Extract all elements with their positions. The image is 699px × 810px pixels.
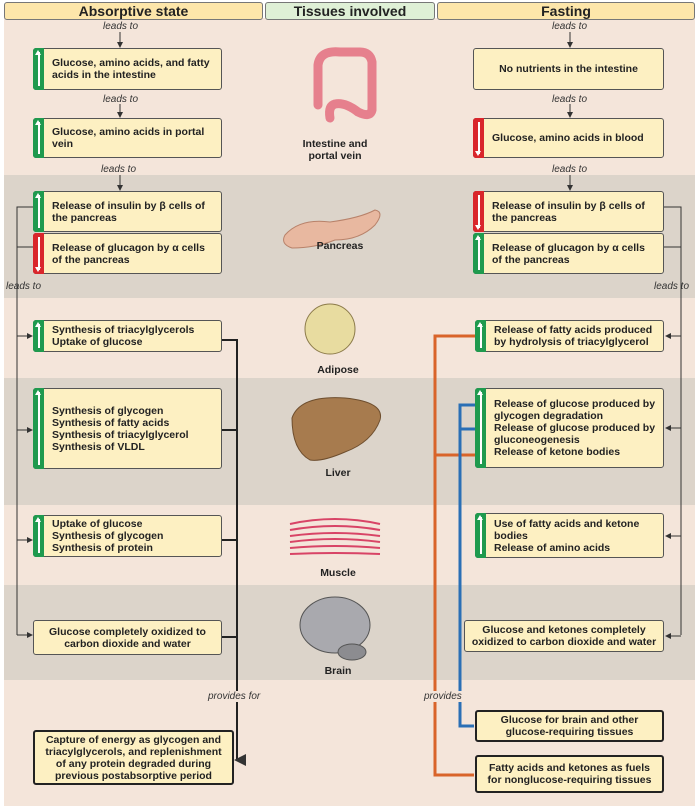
fasting-box: Release of fatty acids produced by hydro… xyxy=(475,320,664,352)
box-text: Synthesis of VLDL xyxy=(52,440,145,453)
increase-arrow-icon xyxy=(33,48,44,90)
box-text: Uptake of glucose xyxy=(52,518,143,530)
fasting-box: Release of glucagon by α cells of the pa… xyxy=(473,233,664,274)
box-text: Synthesis of fatty acids xyxy=(52,416,170,429)
box-text: Release of glucose produced by gluconeog… xyxy=(494,422,656,446)
box-text: Release of insulin by β cells of the pan… xyxy=(52,199,205,224)
increase-arrow-icon xyxy=(33,320,44,352)
absorptive-box: Release of insulin by β cells of the pan… xyxy=(33,191,222,232)
leads-to-label: leads to xyxy=(103,21,139,32)
box-text: Use of fatty acids and ketone bodies xyxy=(494,517,640,542)
box-text: Glucose for brain and other glucose-requ… xyxy=(500,714,639,738)
box-text: Capture of energy as glycogen and triacy… xyxy=(45,733,222,782)
increase-arrow-icon xyxy=(33,191,44,232)
absorptive-box: Glucose, amino acids, and fatty acids in… xyxy=(33,48,222,90)
decrease-arrow-icon xyxy=(473,118,484,158)
increase-arrow-icon xyxy=(33,388,44,469)
provides-label: provides xyxy=(424,691,462,702)
box-text: Release of glucagon by α cells of the pa… xyxy=(492,241,645,266)
box-text: Synthesis of protein xyxy=(52,542,153,554)
increase-arrow-icon xyxy=(473,233,484,274)
fasting-box: Release of glucose produced by glycogen … xyxy=(475,388,664,468)
fasting-box: No nutrients in the intestine xyxy=(473,48,664,90)
leads-to-label: leads to xyxy=(103,94,139,105)
box-text: Synthesis of triacylglycerols xyxy=(52,324,195,336)
tissue-label-adipose: Adipose xyxy=(317,364,359,376)
box-text: Synthesis of glycogen xyxy=(52,404,164,417)
box-text: Release of ketone bodies xyxy=(494,446,621,458)
increase-arrow-icon xyxy=(475,388,486,468)
tissue-label-muscle: Muscle xyxy=(320,567,356,579)
box-text: Release of fatty acids produced by hydro… xyxy=(494,324,653,348)
leads-to-label: leads to xyxy=(101,164,137,175)
decrease-arrow-icon xyxy=(473,191,484,232)
fasting-box: Fatty acids and ketones as fuels for non… xyxy=(475,755,664,793)
absorptive-box: Glucose, amino acids in portal vein xyxy=(33,118,222,158)
increase-arrow-icon xyxy=(475,320,486,352)
box-text: Glucose, amino acids, and fatty acids in… xyxy=(52,57,210,81)
absorptive-box: Capture of energy as glycogen and triacy… xyxy=(33,730,234,785)
box-text: Glucose, amino acids in blood xyxy=(492,132,644,144)
absorptive-box: Release of glucagon by α cells of the pa… xyxy=(33,233,222,274)
header-absorptive: Absorptive state xyxy=(4,2,263,20)
box-text: Glucose and ketones completely oxidized … xyxy=(471,624,657,648)
box-text: Fatty acids and ketones as fuels for non… xyxy=(487,762,652,786)
box-text: No nutrients in the intestine xyxy=(499,63,638,75)
box-text: Release of insulin by β cells of the pan… xyxy=(492,199,645,224)
box-text: Synthesis of triacylglycerol xyxy=(52,428,189,441)
box-text: Glucose, amino acids in portal vein xyxy=(52,126,205,150)
leads-to-label: leads to xyxy=(552,94,588,105)
increase-arrow-icon xyxy=(475,513,486,558)
tissue-label-intestine: Intestine and portal vein xyxy=(302,138,368,162)
fasting-box: Glucose, amino acids in blood xyxy=(473,118,664,158)
leads-to-label: leads to xyxy=(552,21,588,32)
box-text: Release of glucagon by α cells of the pa… xyxy=(52,241,205,266)
box-text: Uptake of glucose xyxy=(52,336,143,348)
tissue-label-liver: Liver xyxy=(325,467,351,479)
box-text: Synthesis of glycogen xyxy=(52,530,164,542)
fasting-box: Glucose and ketones completely oxidized … xyxy=(464,620,664,652)
box-text: Release of glucose produced by glycogen … xyxy=(494,398,656,422)
fasting-box: Release of insulin by β cells of the pan… xyxy=(473,191,664,232)
increase-arrow-icon xyxy=(33,515,44,557)
leads-to-label: leads to xyxy=(6,281,42,292)
decrease-arrow-icon xyxy=(33,233,44,274)
header-fasting: Fasting xyxy=(437,2,695,20)
leads-to-label: leads to xyxy=(552,164,588,175)
tissue-label-brain: Brain xyxy=(324,665,352,677)
fasting-box: Glucose for brain and other glucose-requ… xyxy=(475,710,664,742)
leads-to-label: leads to xyxy=(654,281,690,292)
box-text: Release of amino acids xyxy=(494,541,611,554)
box-text: Glucose completely oxidized to carbon di… xyxy=(49,625,206,650)
increase-arrow-icon xyxy=(33,118,44,158)
tissue-label-pancreas: Pancreas xyxy=(316,240,364,252)
absorptive-box: Glucose completely oxidized to carbon di… xyxy=(33,620,222,655)
provides-for-label: provides for xyxy=(208,691,261,702)
header-tissues: Tissues involved xyxy=(265,2,435,20)
